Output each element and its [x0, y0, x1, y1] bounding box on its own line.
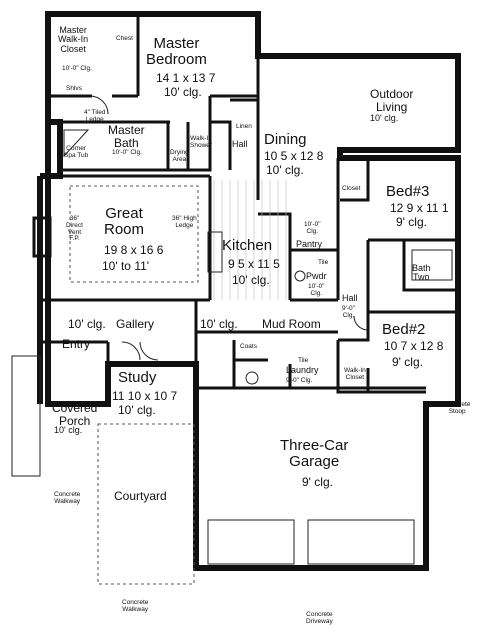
pwdr-ceiling: 10'-0"Clg. — [308, 283, 325, 297]
great-room-ceiling: 10' to 11' — [102, 259, 150, 273]
kitchen-ceiling: 10' clg. — [232, 273, 270, 287]
courtyard-label: Courtyard — [114, 489, 167, 503]
exterior-wall — [45, 11, 461, 571]
hall-top-label: Hall — [232, 139, 248, 149]
linen-label: Linen — [236, 123, 252, 130]
gallery-label: Gallery — [116, 317, 155, 331]
tile-label: Tile — [318, 259, 329, 266]
laundry-tile-label: Tile — [298, 357, 309, 364]
covered-porch-ceiling: 10' clg. — [54, 425, 83, 435]
study-ceiling: 10' clg. — [118, 403, 156, 417]
study-label: Study — [118, 369, 157, 386]
mud-room-label: Mud Room — [262, 317, 321, 331]
pantry-label: Pantry — [296, 239, 323, 249]
chest-label: Chest — [116, 35, 133, 42]
master-bedroom-ceiling: 10' clg. — [164, 85, 202, 99]
bed3-size: 12 9 x 11 1 — [390, 201, 449, 215]
closet-bed3-label: Closet — [342, 185, 361, 192]
kitchen-size: 9 5 x 11 5 — [228, 257, 280, 271]
shelves-label: Shlvs — [66, 85, 82, 92]
bed2-ceiling: 9' clg. — [392, 355, 423, 369]
laundry-ceiling: 9'-0" Clg. — [286, 377, 313, 384]
dining-label: Dining — [264, 131, 307, 148]
bed3-ceiling: 9' clg. — [396, 215, 427, 229]
laundry-label: Laundry — [286, 365, 319, 375]
bed2-label: Bed#2 — [382, 321, 426, 338]
outdoor-living-ceiling: 10' clg. — [370, 113, 399, 123]
gallery-ceiling-right: 10' clg. — [200, 317, 238, 331]
gallery-ceiling-left: 10' clg. — [68, 317, 106, 331]
hall-mid-ceiling: 9'-0"Clg. — [342, 305, 355, 319]
kitchen-label: Kitchen — [222, 237, 273, 254]
great-room-size: 19 8 x 16 6 — [104, 243, 164, 257]
dining-ceiling: 10' clg. — [266, 163, 304, 177]
pwdr-label: Pwdr — [306, 271, 327, 281]
bed3-label: Bed#3 — [386, 183, 430, 200]
master-walkin-closet-ceiling: 10'-0" Clg. — [62, 65, 92, 72]
entry-label: Entry — [62, 337, 91, 351]
bed2-size: 10 7 x 12 8 — [384, 339, 444, 353]
hall-mid-label: Hall — [342, 293, 358, 303]
master-bath-ceiling: 10'-0" Clg. — [112, 149, 142, 156]
coats-label: Coats — [240, 343, 257, 350]
study-size: 11 10 x 10 7 — [112, 389, 178, 403]
dining-size: 10 5 x 12 8 — [264, 149, 324, 163]
garage-ceiling: 9' clg. — [302, 475, 333, 489]
pantry-ceiling: 10'-0"Clg. — [304, 221, 321, 235]
master-bedroom-size: 14 1 x 13 7 — [156, 71, 216, 85]
